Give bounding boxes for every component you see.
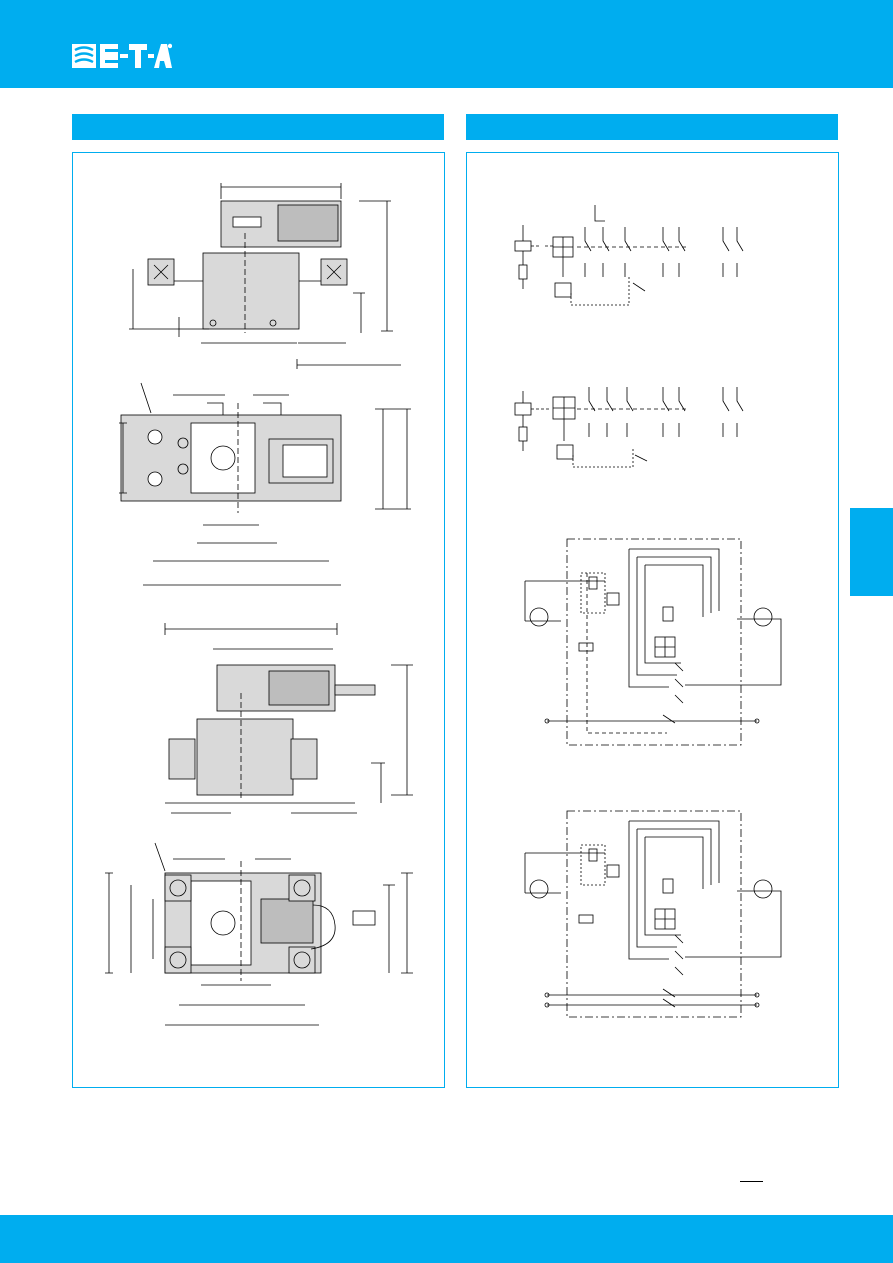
circuit-diagram-3 [524, 538, 782, 746]
header-band [0, 0, 893, 88]
top-view-1 [119, 382, 411, 586]
side-view-2 [164, 623, 413, 814]
circuit-diagram-4 [524, 810, 782, 1018]
section-header-dimensions [72, 114, 444, 140]
brand-logo [72, 43, 172, 71]
section-header-wiring [466, 114, 838, 140]
circuit-diagram-1 [514, 205, 744, 306]
side-view-1 [129, 183, 401, 369]
footer-band [0, 1215, 893, 1263]
wiring-panel [466, 152, 839, 1088]
page-number-mark [740, 1181, 763, 1182]
wiring-diagrams [514, 205, 782, 1018]
top-view-2 [105, 842, 413, 1026]
section-side-tab [850, 508, 893, 596]
circuit-diagram-2 [514, 387, 744, 468]
dimension-drawings [105, 183, 413, 1026]
dimensions-panel [72, 152, 445, 1088]
